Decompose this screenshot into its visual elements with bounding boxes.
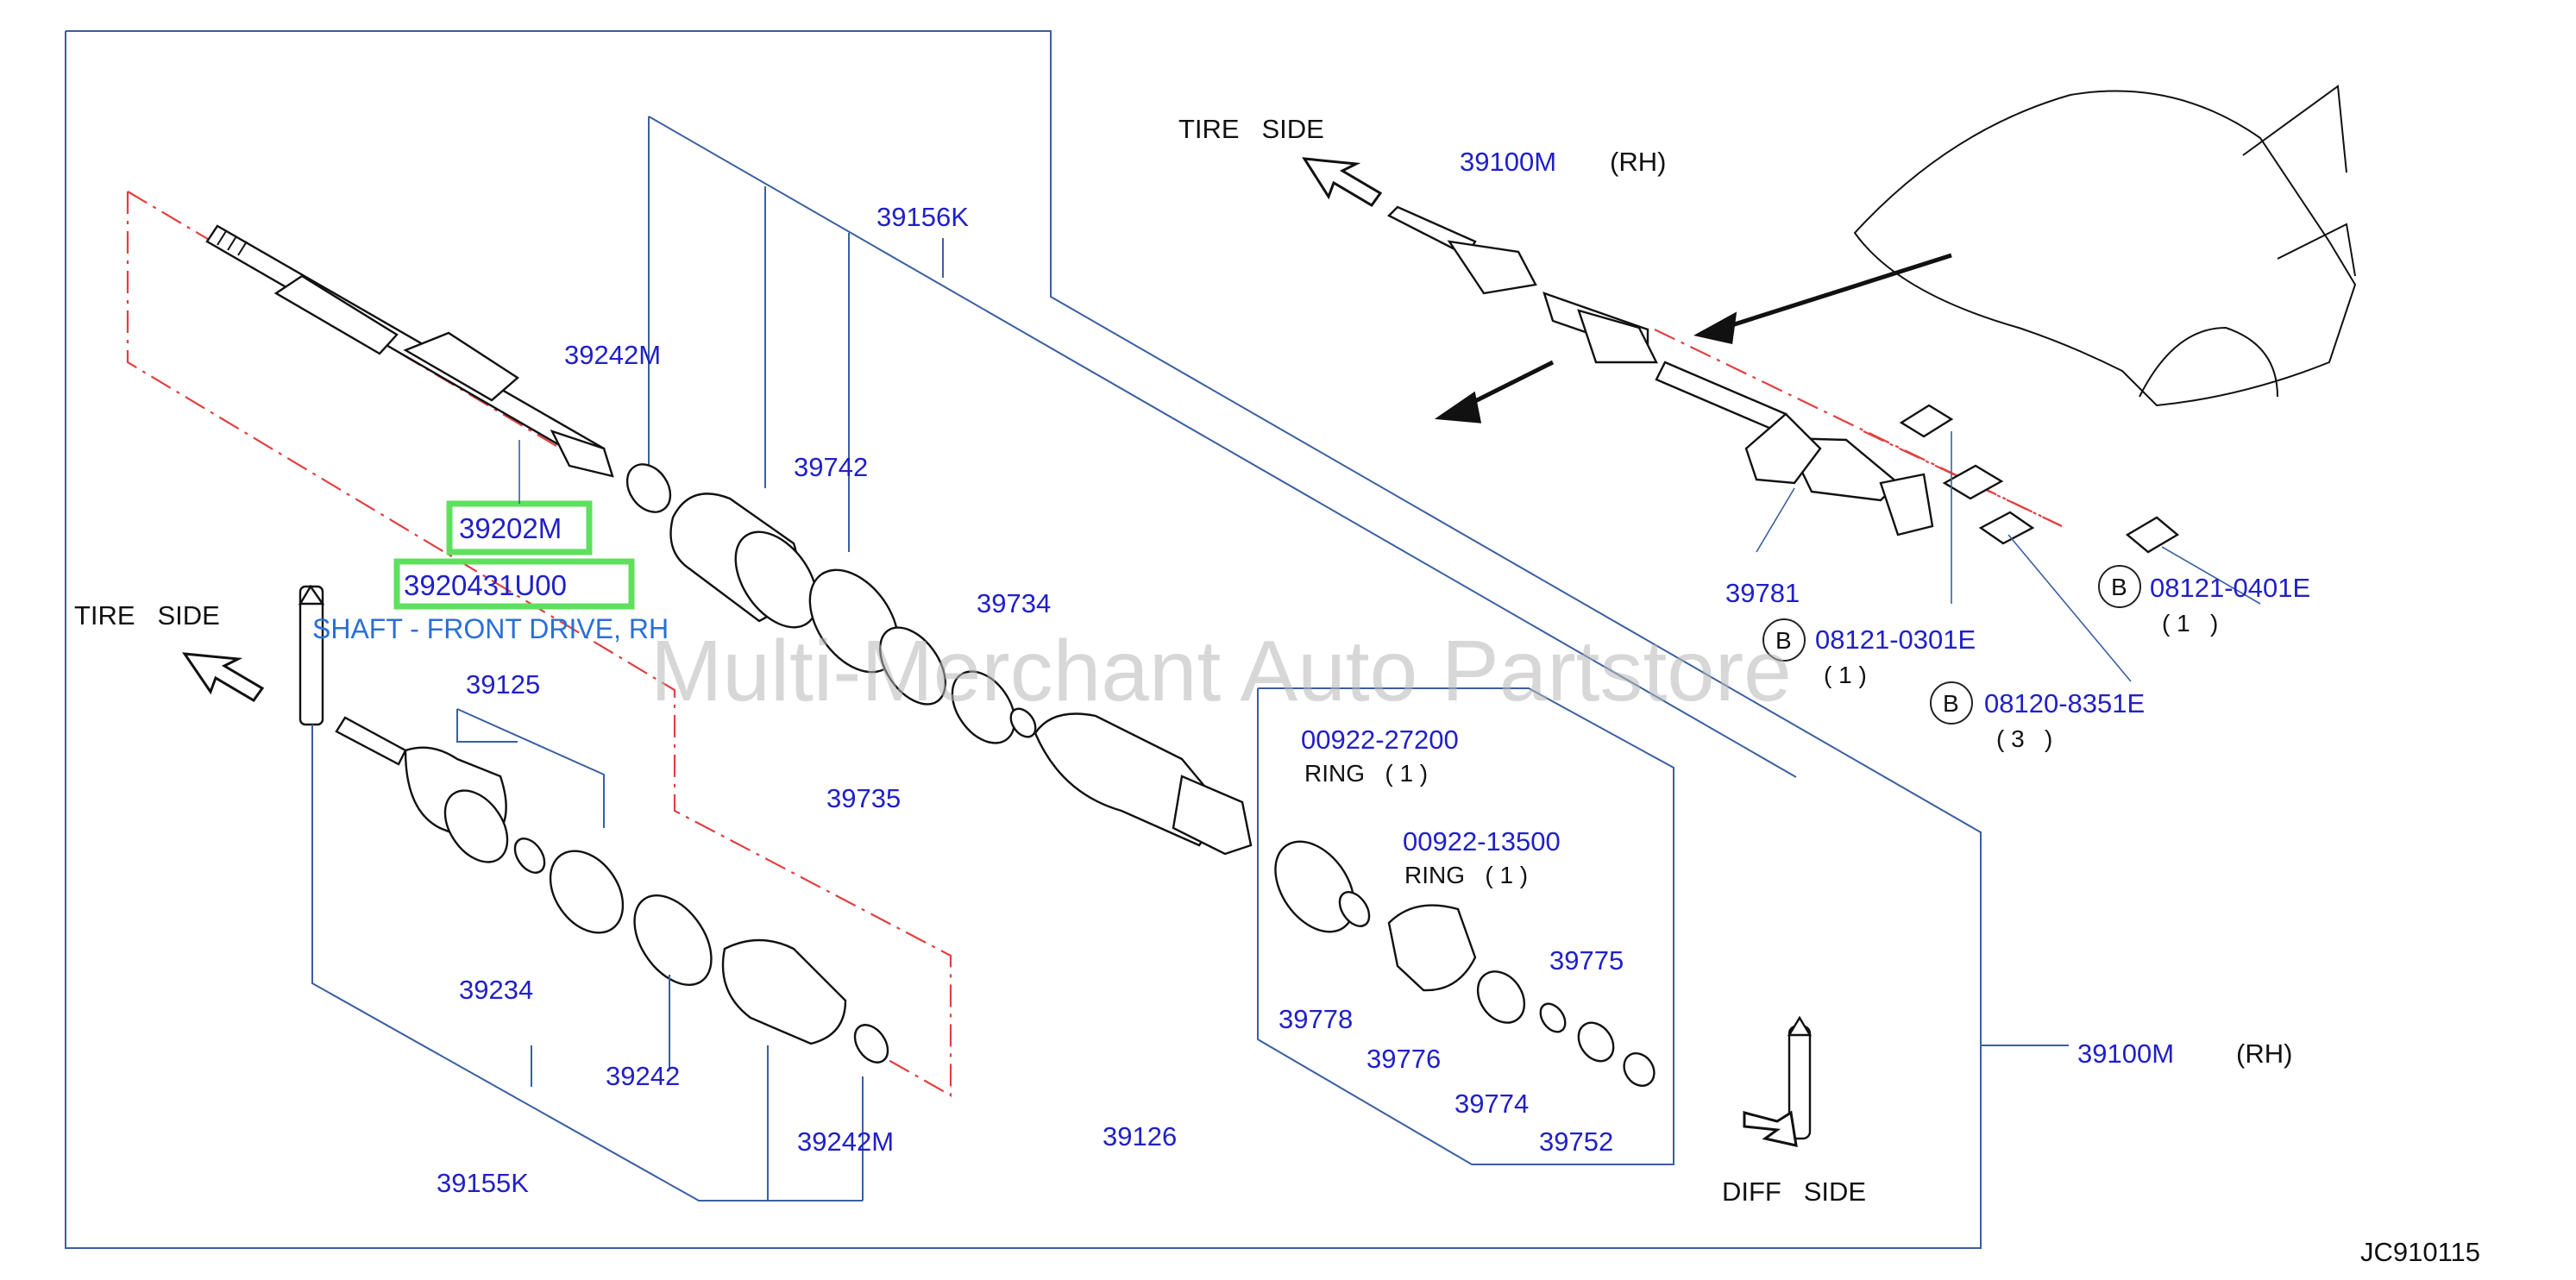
qty-08121-0301E: ( 1 ) (1824, 662, 1867, 688)
rh-right-label: (RH) (2236, 1038, 2292, 1069)
part-39734[interactable]: 39734 (977, 588, 1051, 618)
part-39242M-bottom[interactable]: 39242M (797, 1126, 894, 1157)
diagram-code: JC910115 (2360, 1237, 2480, 1267)
top-drive-shaft (1386, 205, 1934, 536)
part-00922-27200[interactable]: 00922-27200 (1301, 725, 1459, 755)
frame-lines (65, 30, 2069, 1249)
hollow-arrows (181, 157, 1798, 1147)
part-08121-0401E[interactable]: 08121-0401E (2150, 573, 2310, 603)
part-39778[interactable]: 39778 (1279, 1004, 1353, 1034)
part-39775[interactable]: 39775 (1549, 945, 1624, 976)
watermark: Multi-Merchant Auto Partstore (650, 623, 1792, 719)
part-39242M-top[interactable]: 39242M (564, 340, 661, 370)
car-illustration (1853, 85, 2357, 407)
diff-side-label: DIFF SIDE (1722, 1176, 1866, 1207)
part-08121-0301E[interactable]: 08121-0301E (1815, 624, 1976, 655)
boot-group-top (625, 463, 1253, 856)
tire-side-left-label: TIRE SIDE (74, 600, 220, 631)
part-39774[interactable]: 39774 (1454, 1089, 1529, 1119)
front-drive-shaft (205, 224, 614, 478)
selected-number-highlight[interactable] (393, 558, 635, 610)
part-39742[interactable]: 39742 (794, 452, 868, 482)
part-39242[interactable]: 39242 (606, 1061, 680, 1091)
qty-08120-8351E: ( 3 ) (1996, 725, 2052, 752)
inner-panel-parts (1274, 840, 1813, 1140)
selected-part-label[interactable]: 39202M (459, 512, 562, 544)
joint-group-left (298, 584, 889, 1202)
part-39735[interactable]: 39735 (826, 783, 901, 813)
bolts (1744, 404, 2261, 682)
selected-description: SHAFT - FRONT DRIVE, RH (312, 613, 669, 644)
tire-side-top-label: TIRE SIDE (1178, 114, 1324, 144)
part-39752[interactable]: 39752 (1539, 1126, 1613, 1157)
part-39125[interactable]: 39125 (466, 669, 540, 700)
qty-08121-0401E: ( 1 ) (2162, 610, 2218, 637)
selected-number-label[interactable]: 3920431U00 (404, 569, 567, 601)
part-08120-8351E[interactable]: 08120-8351E (1984, 688, 2145, 718)
part-39234[interactable]: 39234 (459, 975, 533, 1005)
part-39100M-top[interactable]: 39100M (1460, 147, 1556, 177)
part-00922-13500[interactable]: 00922-13500 (1403, 826, 1561, 856)
b-letter-3: B (1943, 690, 1959, 717)
bolt-b-markers (1762, 565, 2141, 725)
part-39156K[interactable]: 39156K (876, 202, 969, 232)
ring-label-2: RING ( 1 ) (1404, 862, 1528, 888)
ring-label-1: RING ( 1 ) (1304, 760, 1428, 787)
part-39100M-right[interactable]: 39100M (2077, 1038, 2174, 1069)
arrows (1434, 253, 1952, 424)
part-39126[interactable]: 39126 (1103, 1121, 1177, 1151)
part-39776[interactable]: 39776 (1367, 1044, 1441, 1074)
rh-top-label: (RH) (1610, 147, 1666, 177)
b-letter-1: B (2111, 574, 2127, 600)
b-letter-2: B (1775, 627, 1792, 654)
part-39155K[interactable]: 39155K (437, 1168, 529, 1198)
part-39781[interactable]: 39781 (1725, 578, 1800, 608)
